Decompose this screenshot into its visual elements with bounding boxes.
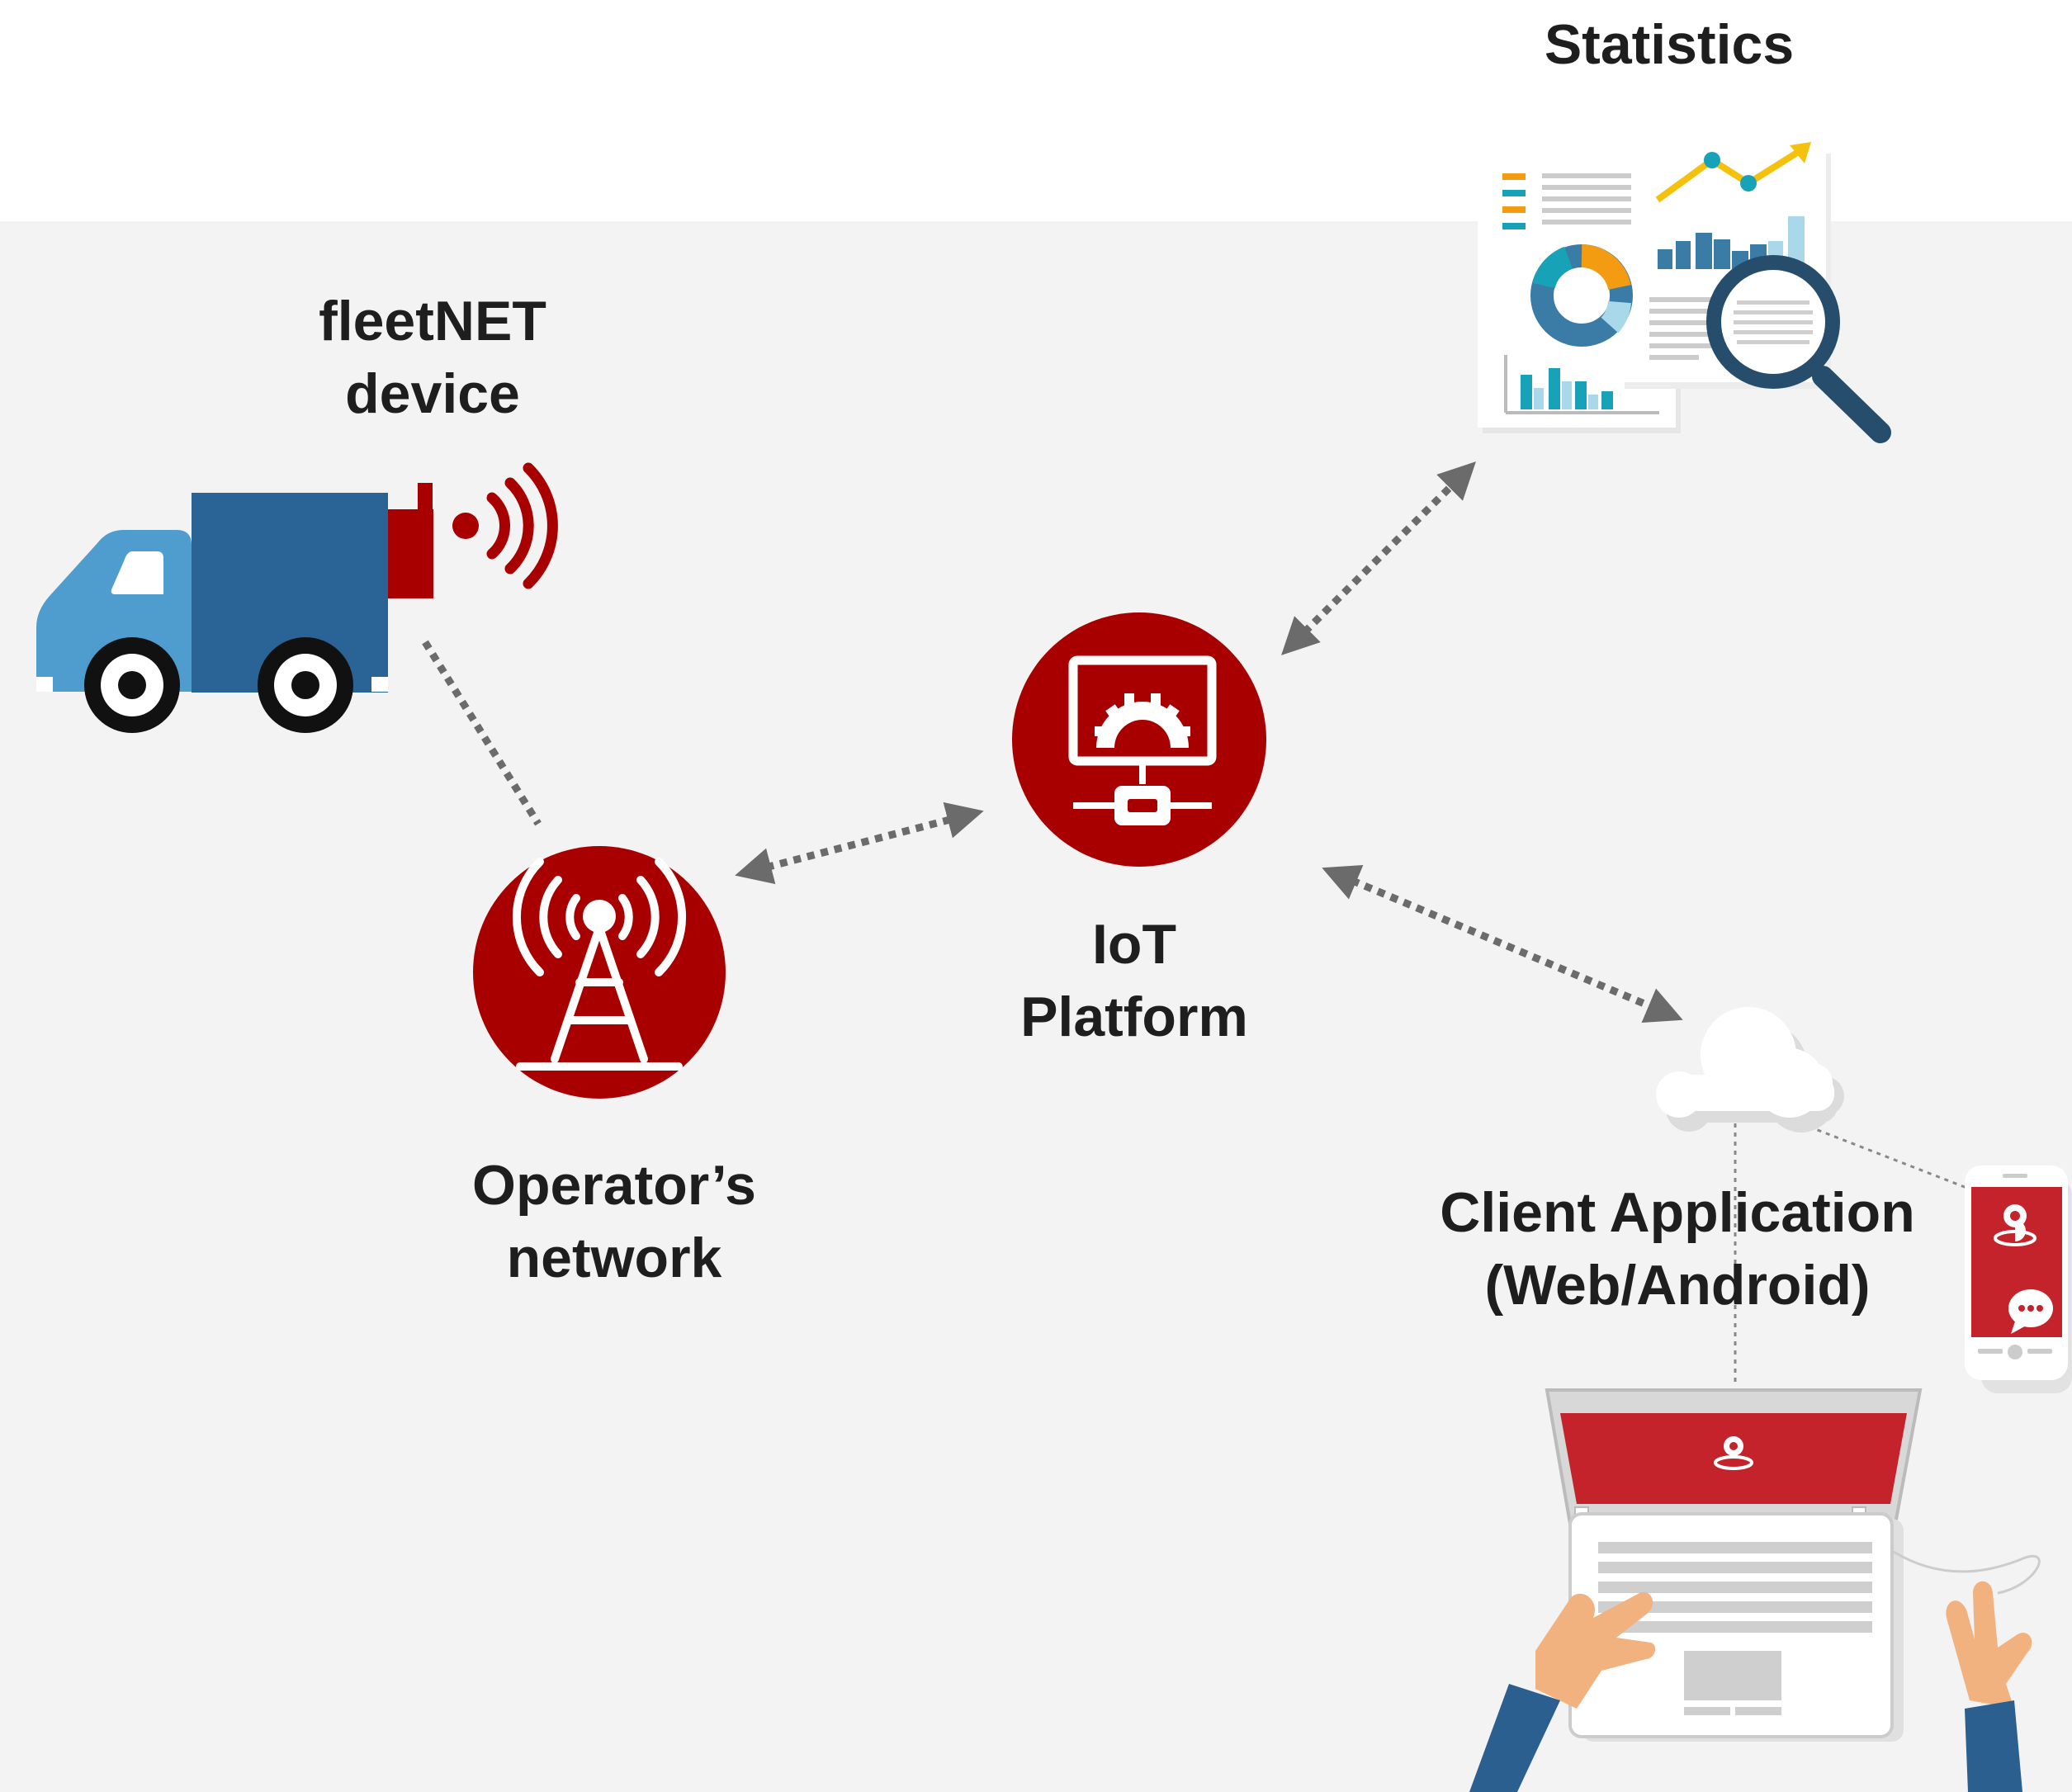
client-application-label: Client Application (Web/Android)	[1440, 1181, 1915, 1317]
cloud-icon	[1656, 1007, 1844, 1132]
fleetnet-device-icon	[388, 483, 433, 598]
platform-monitor-icon	[1012, 612, 1266, 867]
operator-network-label: Operator’s network	[472, 1154, 756, 1289]
iot-platform-label: IoT Platform	[1020, 913, 1248, 1048]
truck-icon	[36, 493, 388, 733]
hands-icon	[1469, 1581, 2032, 1792]
fleetnet-device-label: fleetNET device	[319, 290, 546, 425]
laptop-icon	[1545, 1388, 2041, 1742]
statistics-label: Statistics	[1544, 13, 1795, 76]
connector-tower-iot	[735, 801, 984, 885]
connector-iot-cloud	[1322, 865, 1683, 1023]
connectors	[422, 461, 1970, 1385]
magnifier-icon	[1706, 255, 1891, 443]
cell-tower-icon	[473, 846, 726, 1099]
connector-iot-statistics	[1281, 461, 1476, 655]
smartphone-icon	[1965, 1166, 2072, 1393]
signal-waves-icon	[452, 462, 558, 589]
